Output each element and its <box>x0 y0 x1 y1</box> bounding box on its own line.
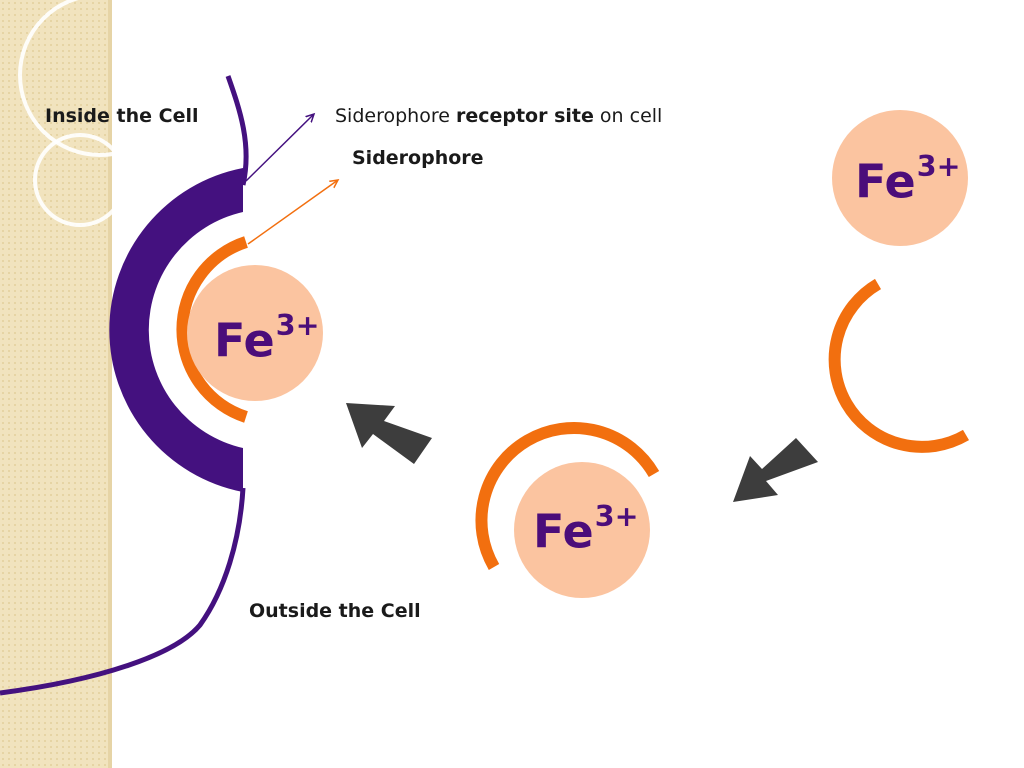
cell-membrane-line <box>0 75 249 696</box>
complex-iron-label: Fe3+ <box>533 500 639 554</box>
receptor-pointer-arrow <box>245 114 314 182</box>
receptor-label-bold: receptor site <box>455 105 594 127</box>
ion-charge: 3+ <box>594 500 639 533</box>
decorative-side-panel <box>0 0 112 768</box>
ion-symbol: Fe <box>214 313 275 368</box>
bound-siderophore <box>176 236 248 423</box>
bound-iron-ion <box>187 265 323 401</box>
receptor-site-label: Siderophore receptor site on cell <box>335 105 662 127</box>
outside-cell-label: Outside the Cell <box>249 600 421 622</box>
ion-charge: 3+ <box>275 309 320 342</box>
receptor-site <box>109 168 244 492</box>
siderophore-pointer-arrow <box>247 180 338 245</box>
free-iron-label: Fe3+ <box>855 150 961 204</box>
siderophore-label: Siderophore <box>352 147 484 169</box>
receptor-label-pre: Siderophore <box>335 105 456 127</box>
decorative-panel-edge <box>108 0 112 768</box>
decorative-ring-small <box>33 133 127 227</box>
ion-charge: 3+ <box>916 150 961 183</box>
receptor-label-post: on cell <box>593 105 663 127</box>
free-iron-ion <box>832 110 968 246</box>
decorative-ring-large <box>18 0 182 157</box>
inside-cell-label: Inside the Cell <box>45 105 199 127</box>
free-siderophore <box>828 278 970 453</box>
ion-symbol: Fe <box>533 504 594 559</box>
process-arrow-right <box>733 438 818 502</box>
complex-siderophore <box>475 421 660 571</box>
ion-symbol: Fe <box>855 154 916 209</box>
complex-iron-ion <box>514 462 650 598</box>
process-arrow-left <box>346 403 432 464</box>
bound-iron-label: Fe3+ <box>214 309 320 363</box>
